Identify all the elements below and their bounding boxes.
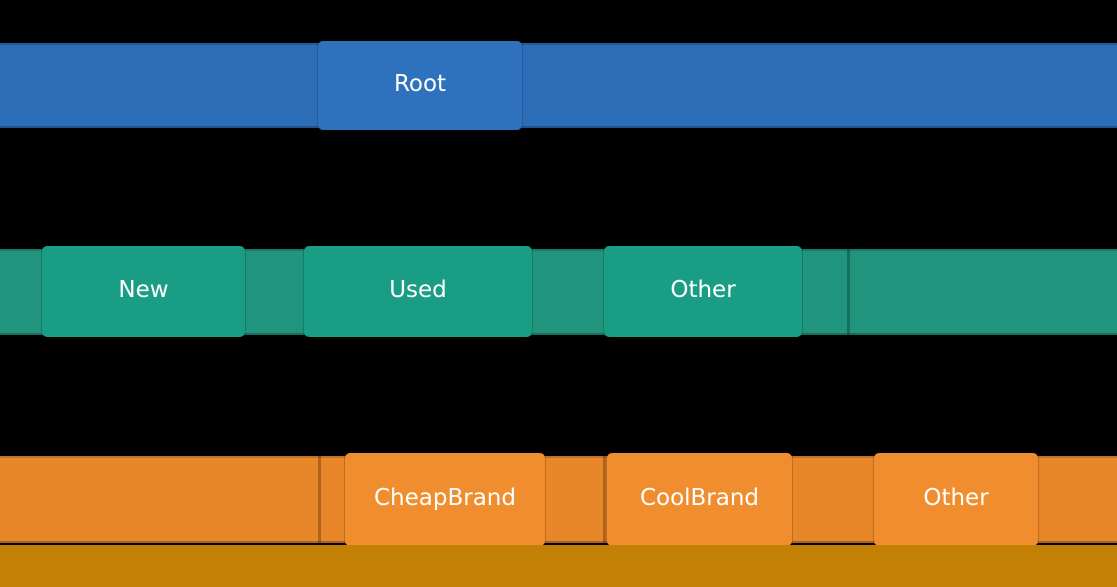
node-label: Root (393, 71, 447, 97)
tile-seam (847, 249, 850, 335)
icicle-node-root-l0[interactable]: Root (318, 41, 522, 130)
node-label: Used (389, 277, 447, 303)
level-band-3 (0, 545, 1117, 587)
level-band-0 (0, 43, 1117, 128)
icicle-node-other-l2[interactable]: Other (874, 453, 1038, 546)
icicle-node-used-l1[interactable]: Used (304, 246, 532, 337)
tile-seam (318, 456, 321, 543)
node-label: Other (923, 485, 989, 511)
node-label: CheapBrand (374, 485, 516, 511)
icicle-node-other-l1[interactable]: Other (604, 246, 802, 337)
tile-seam (603, 456, 606, 543)
icicle-node-cheapbrand-l2[interactable]: CheapBrand (345, 453, 545, 546)
node-label: New (118, 277, 169, 303)
node-label: CoolBrand (639, 485, 760, 511)
icicle-node-new-l1[interactable]: New (42, 246, 245, 337)
node-label: Other (670, 277, 736, 303)
icicle-node-coolbrand-l2[interactable]: CoolBrand (607, 453, 792, 546)
